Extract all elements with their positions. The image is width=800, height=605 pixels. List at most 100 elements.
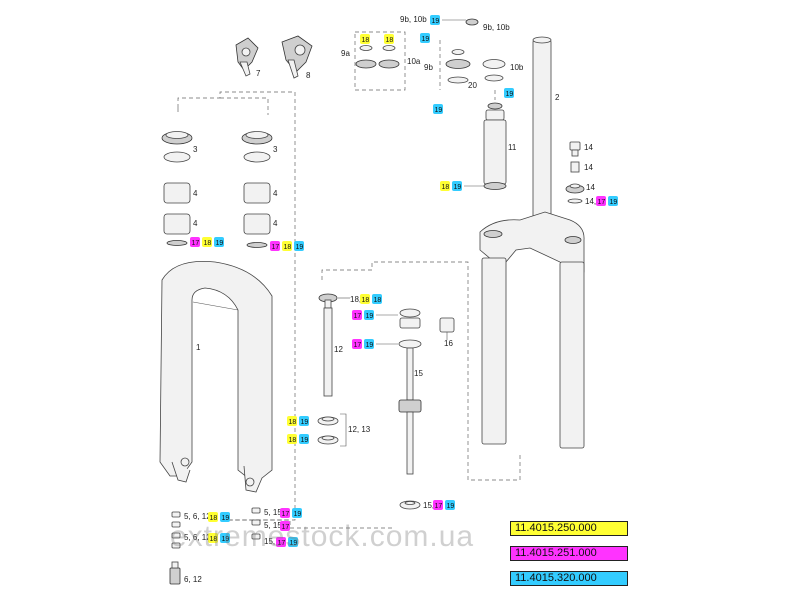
label-15b: 15, [423, 501, 434, 510]
part-9a-10a [355, 45, 400, 69]
chip-18-left-b-text: 18 [284, 244, 292, 251]
chip-19-left-a [214, 237, 224, 247]
chip-19-9b [420, 33, 430, 43]
chip-17-left-b-text: 17 [272, 244, 280, 251]
chip-19-13b-text: 19 [301, 437, 309, 444]
chip-19-9b-text: 19 [422, 36, 430, 43]
bracket-1213 [340, 413, 347, 447]
chip-17-15b-text: 17 [354, 342, 362, 349]
chip-19-left20-text: 19 [435, 107, 443, 114]
part-12-shaft [318, 293, 338, 397]
dash-left-mid [177, 97, 269, 115]
chip-18-13b-text: 18 [289, 437, 297, 444]
label-2: 2 [555, 93, 560, 102]
chip-18-left-b [282, 241, 292, 251]
chip-17-left-b [270, 241, 280, 251]
chip-19-right20 [504, 88, 514, 98]
legend-cyan: 11.4015.320.000 [510, 571, 628, 586]
chip-17-14 [596, 196, 606, 206]
chip-19-br-c [288, 537, 298, 547]
chip-19-c-a [372, 294, 382, 304]
label-14b: 14 [584, 163, 593, 172]
chip-17-br-a-text: 17 [282, 511, 290, 518]
part-8-lever [281, 35, 313, 79]
label-515-b: 5, 15, [264, 521, 284, 530]
chip-18-11 [440, 181, 450, 191]
chip-19-11 [452, 181, 462, 191]
chip-19-13a-text: 19 [301, 419, 309, 426]
chip-19-top-text: 19 [432, 18, 440, 25]
part-15-rod [398, 308, 422, 510]
chip-19-14 [608, 196, 618, 206]
label-7: 7 [256, 69, 261, 78]
label-3a: 3 [193, 145, 198, 154]
label-14a: 14 [584, 143, 593, 152]
chip-18-13a [287, 416, 297, 426]
label-9a: 9a [341, 49, 350, 58]
chip-19-left20 [433, 104, 443, 114]
label-515-a: 5, 15, [264, 508, 284, 517]
label-56-a: 5, 6, 12, [184, 512, 213, 521]
chip-18-11-text: 18 [442, 184, 450, 191]
label-9b10b-r: 9b, 10b [483, 23, 510, 32]
label-1: 1 [196, 343, 201, 352]
label-4d: 4 [273, 219, 278, 228]
chip-17-br-a [280, 508, 290, 518]
dash-left-top [177, 91, 296, 521]
part-9b-cap [465, 18, 479, 26]
chip-17-left-a-text: 17 [192, 240, 200, 247]
label-1213: 12, 13 [348, 425, 371, 434]
chip-19-bl-a [220, 512, 230, 522]
label-9b: 9b [424, 63, 433, 72]
label-9b10b: 9b, 10b [400, 15, 427, 24]
legend-code-cyan: 11.4015.320.000 [515, 572, 597, 584]
chip-19-left-a-text: 19 [216, 240, 224, 247]
chip-19-15b [364, 339, 374, 349]
label-1818: 18, [350, 295, 361, 304]
dash-cartridge [439, 40, 496, 100]
part-13-washers [317, 416, 339, 445]
left-stack-a [161, 131, 193, 246]
chip-18-c-a-text: 18 [362, 297, 370, 304]
chip-18-left-a-text: 18 [204, 240, 212, 247]
part-14-parts [565, 141, 585, 204]
chip-19-13b [299, 434, 309, 444]
part-2-crown-steerer [479, 36, 585, 449]
legend-code-magenta: 11.4015.251.000 [515, 547, 597, 559]
chip-18-bl-b-text: 18 [210, 536, 218, 543]
chip-18-9a-b-text: 18 [386, 37, 394, 44]
part-11-cartridge [483, 102, 507, 190]
left-bottom-hardware [169, 507, 261, 585]
chip-19-bl-b-text: 19 [222, 536, 230, 543]
chip-19-15c [445, 500, 455, 510]
chip-18-c-a2-text: 18 [374, 297, 382, 304]
left-stack-b [241, 131, 273, 248]
chip-17-15a [352, 310, 362, 320]
label-14c: 14 [586, 183, 595, 192]
part-1-lower-legs [159, 261, 273, 493]
chip-17-14-text: 17 [598, 199, 606, 206]
chip-19-top [430, 15, 440, 25]
chip-19-11-text: 19 [454, 184, 462, 191]
watermark: extremestock.com.ua [170, 520, 475, 553]
chip-17-15a-text: 17 [354, 313, 362, 320]
chip-18-9a-a [360, 34, 370, 44]
label-3b: 3 [273, 145, 278, 154]
chip-17-left-a [190, 237, 200, 247]
chip-18-9a-b [384, 34, 394, 44]
label-11: 11 [508, 143, 517, 152]
chip-19-15a [364, 310, 374, 320]
label-4b: 4 [193, 219, 198, 228]
label-15-c: 15, [264, 537, 275, 546]
chip-19-left-b-text: 19 [296, 244, 304, 251]
chip-17-15c [433, 500, 443, 510]
chip-17-15b [352, 339, 362, 349]
chip-19-14-text: 19 [610, 199, 618, 206]
label-612: 6, 12 [184, 575, 202, 584]
chip-18-13b [287, 434, 297, 444]
chip-19-15a-text: 19 [366, 313, 374, 320]
label-20: 20 [468, 81, 477, 90]
chip-17-br-b [280, 521, 290, 531]
